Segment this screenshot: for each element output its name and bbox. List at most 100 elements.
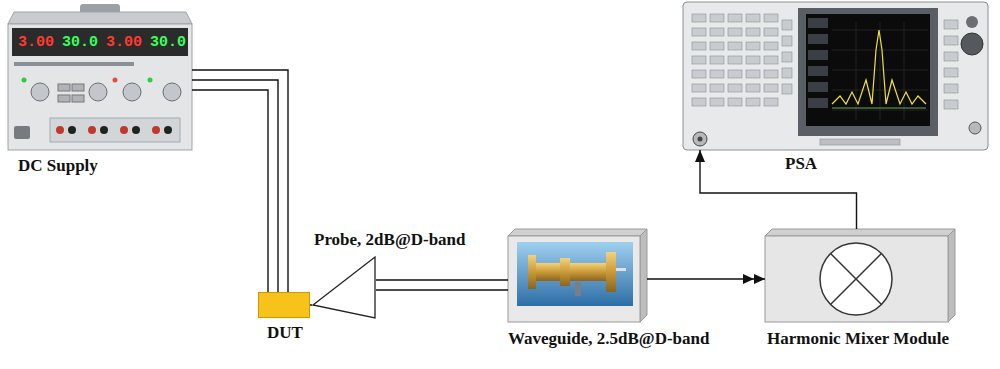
connector <box>700 150 857 229</box>
spectrum-analyzer-drawing <box>764 70 778 78</box>
connector <box>192 70 288 292</box>
power-supply-drawing <box>14 126 30 139</box>
probe: Probe, 2dB@D-band <box>312 255 376 320</box>
spectrum-analyzer-drawing <box>944 84 958 93</box>
power-supply-drawing <box>8 4 192 150</box>
spectrum-analyzer-drawing <box>808 18 828 108</box>
spectrum-analyzer-drawing <box>961 33 983 55</box>
connector-line <box>192 90 268 292</box>
node-label: DC Supply <box>18 156 98 176</box>
power-supply-drawing <box>31 83 49 101</box>
spectrum-analyzer-drawing <box>746 56 760 64</box>
spectrum-analyzer-drawing <box>698 137 703 142</box>
power-supply-drawing <box>152 126 160 134</box>
spectrum-analyzer-drawing <box>806 14 930 126</box>
spectrum-analyzer-drawing <box>782 52 792 62</box>
spectrum-analyzer-drawing <box>764 42 778 50</box>
waveguide-housing <box>560 258 570 286</box>
spectrum-analyzer-drawing <box>692 70 706 78</box>
spectrum-analyzer-drawing <box>798 8 938 136</box>
waveguide-housing <box>508 236 640 322</box>
spectrum-analyzer-drawing <box>728 56 742 64</box>
spectrum-analyzer-drawing <box>966 16 978 28</box>
mixer-housing <box>765 229 955 236</box>
spectrum-analyzer-drawing <box>808 82 828 92</box>
connector-line <box>647 278 765 279</box>
spectrum-analyzer-drawing <box>693 132 707 146</box>
spectrum-analyzer-drawing <box>764 84 778 92</box>
spectrum-analyzer-drawing <box>808 34 828 44</box>
node-label: Waveguide, 2.5dB@D-band <box>508 329 709 349</box>
mixer-housing <box>831 254 882 305</box>
spectrum-analyzer-drawing <box>728 42 742 50</box>
power-supply-drawing <box>12 28 188 56</box>
spectrum-analyzer-drawing <box>944 68 958 77</box>
spectrum-analyzer-drawing <box>969 122 981 134</box>
spectrum-analyzer-drawing <box>692 28 706 36</box>
power-supply-drawing <box>50 118 180 142</box>
spectrum-analyzer-drawing <box>944 20 958 109</box>
spectrum-analyzer-drawing <box>710 42 724 50</box>
power-supply-drawing <box>72 84 84 91</box>
probe-outline <box>312 255 376 320</box>
display-reading: 30.0 <box>150 35 186 50</box>
connector <box>376 280 508 290</box>
connector-line <box>310 304 312 305</box>
spectrum-analyzer-drawing <box>728 70 742 78</box>
connector-line <box>700 150 857 229</box>
connector-line <box>192 80 278 292</box>
waveguide-housing <box>536 263 606 281</box>
spectrum-analyzer-drawing <box>832 108 926 109</box>
spectrum-analyzer-drawing <box>820 139 900 145</box>
probe-outline <box>313 257 375 318</box>
spectrum-analyzer-drawing <box>728 84 742 92</box>
spectrum-analyzer-drawing <box>764 28 778 36</box>
power-supply-drawing <box>120 126 128 134</box>
spectrum-analyzer-drawing <box>856 22 857 120</box>
spectrum-analyzer-drawing <box>692 14 792 106</box>
connector-line <box>376 279 508 280</box>
power-supply-drawing <box>113 78 118 83</box>
waveguide-housing <box>606 252 616 292</box>
power-supply-drawing <box>163 83 181 101</box>
spectrum-analyzer-drawing <box>683 2 988 150</box>
display-reading: 3.00 <box>18 35 54 50</box>
mixer-housing <box>948 229 955 322</box>
device-under-test: DUT <box>258 292 310 318</box>
node-label: Harmonic Mixer Module <box>767 329 949 349</box>
mixer-housing <box>765 236 948 322</box>
spectrum-analyzer-drawing <box>944 100 958 109</box>
power-supply-drawing <box>58 95 70 102</box>
waveguide-housing <box>508 229 647 322</box>
harmonic-mixer-box: Harmonic Mixer Module <box>765 229 955 322</box>
spectrum-analyzer-drawing <box>782 36 792 46</box>
spectrum-analyzer-drawing <box>746 42 760 50</box>
waveguide-housing <box>508 229 647 236</box>
spectrum-analyzer-drawing <box>904 22 905 120</box>
power-supply-drawing <box>14 62 134 66</box>
connector-line <box>376 289 508 290</box>
spectrum-analyzer-drawing <box>746 70 760 78</box>
spectrum-analyzer-drawing <box>944 20 958 29</box>
power-supply-drawing <box>72 95 84 102</box>
display-reading: 30.0 <box>62 35 98 50</box>
power-supply-drawing <box>88 126 96 134</box>
spectrum-analyzer-drawing <box>808 18 828 28</box>
spectrum-analyzer-drawing <box>782 84 792 94</box>
spectrum-analyzer-drawing <box>746 84 760 92</box>
node-label: PSA <box>785 154 817 174</box>
mixer-housing <box>765 229 955 322</box>
power-supply-drawing <box>100 126 108 134</box>
power-supply: DC Supply <box>8 2 192 150</box>
power-supply-drawing <box>22 78 27 83</box>
spectrum-analyzer-drawing <box>728 28 742 36</box>
spectrum-analyzer-drawing <box>746 28 760 36</box>
spectrum-analyzer-drawing <box>710 98 724 106</box>
spectrum-analyzer-drawing <box>710 56 724 64</box>
spectrum-analyzer-drawing <box>728 98 742 106</box>
spectrum-analyzer-drawing <box>782 68 792 78</box>
power-supply-drawing <box>8 12 192 24</box>
